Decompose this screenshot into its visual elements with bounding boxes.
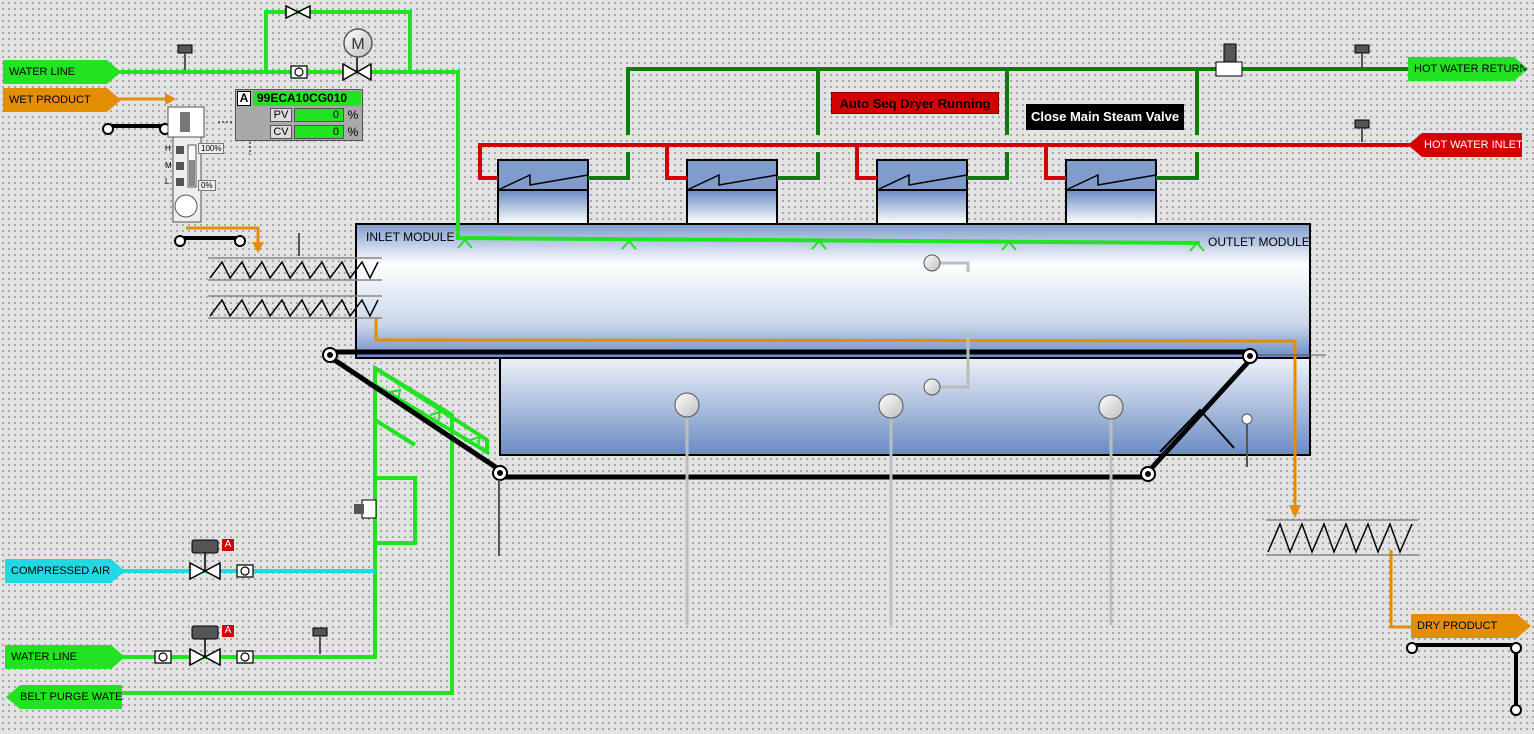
motorized-steam-valve[interactable]: [340, 28, 376, 82]
hopper-level-m: M: [165, 161, 172, 170]
drain-valve-icon: [354, 499, 377, 519]
heat-exchanger-2: [686, 159, 778, 225]
valves: [189, 4, 372, 667]
controller-faceplate[interactable]: A 99ECA10CG010 PV 0 % CV 0 %: [235, 89, 363, 141]
rake-heads: [674, 254, 1124, 420]
controller-mode[interactable]: A: [237, 91, 251, 106]
pv-value: 0: [294, 108, 344, 122]
inlet-module-label: INLET MODULE: [366, 230, 455, 244]
spray-water-piping: [115, 10, 1201, 695]
setpoint-arrows: [218, 121, 251, 155]
air-valve-mode-badge[interactable]: A: [222, 539, 234, 551]
small-belts: [108, 124, 1518, 710]
temp-sensor-icon: [1241, 413, 1253, 425]
cv-label: CV: [270, 125, 292, 139]
dryer-drum: [355, 223, 1311, 456]
sensors: [298, 233, 1326, 556]
product-flow-lines: [115, 93, 1413, 629]
cv-value: 0: [294, 125, 344, 139]
hot-water-inlet-piping: [478, 143, 1410, 180]
belt-pulleys: [102, 123, 1522, 716]
feed-hopper: [167, 106, 205, 223]
water-spray-valve[interactable]: [186, 624, 224, 668]
hopper-level-l: L: [165, 177, 170, 186]
heat-exchanger-3: [876, 159, 968, 225]
dry-product-tag[interactable]: DRY PRODUCT: [1411, 614, 1531, 638]
outlet-module-label: OUTLET MODULE: [1208, 235, 1310, 249]
hot-water-return-tag[interactable]: HOT WATER RETURN: [1408, 57, 1528, 81]
water-valve-mode-badge[interactable]: A: [222, 625, 234, 637]
spray-nozzles: [389, 238, 1205, 448]
wet-product-tag[interactable]: WET PRODUCT: [3, 88, 121, 112]
hot-water-return-piping: [588, 67, 1410, 180]
pv-label: PV: [270, 108, 292, 122]
heat-exchanger-modules: [497, 159, 1157, 225]
compressed-air-tag[interactable]: COMPRESSED AIR: [5, 559, 125, 583]
heat-exchanger-4: [1065, 159, 1157, 225]
water-line-spray-tag[interactable]: WATER LINE: [5, 645, 125, 669]
hopper-level-high-pct: 100%: [198, 143, 225, 154]
belt-purge-water-tag[interactable]: BELT PURGE WATER: [6, 685, 122, 709]
valve-actuators: [191, 539, 219, 640]
hopper-level-low-pct: 0%: [198, 180, 216, 191]
conveyor-belts: [328, 349, 1252, 480]
pv-unit: %: [347, 108, 359, 122]
rotary-rakes: [685, 261, 1113, 625]
check-valves: [154, 65, 308, 664]
heat-exchanger-1: [497, 159, 589, 225]
motor-letter: M: [351, 36, 364, 53]
cv-unit: %: [347, 125, 359, 139]
motor-icon: M: [343, 28, 373, 58]
close-steam-valve-message[interactable]: Close Main Steam Valve: [1026, 104, 1184, 130]
water-line-inlet-tag[interactable]: WATER LINE: [3, 60, 121, 84]
flow-meter-icon: [1215, 43, 1243, 77]
pressure-gauges: [177, 44, 1370, 654]
hopper-level-h: H: [165, 144, 171, 153]
controller-tag: 99ECA10CG010: [253, 91, 361, 106]
auto-seq-status: Auto Seq Dryer Running: [831, 92, 999, 114]
hot-water-inlet-tag[interactable]: HOT WATER INLET: [1408, 133, 1522, 157]
compressed-air-valve[interactable]: [186, 538, 224, 582]
screw-conveyors: [208, 257, 1418, 556]
